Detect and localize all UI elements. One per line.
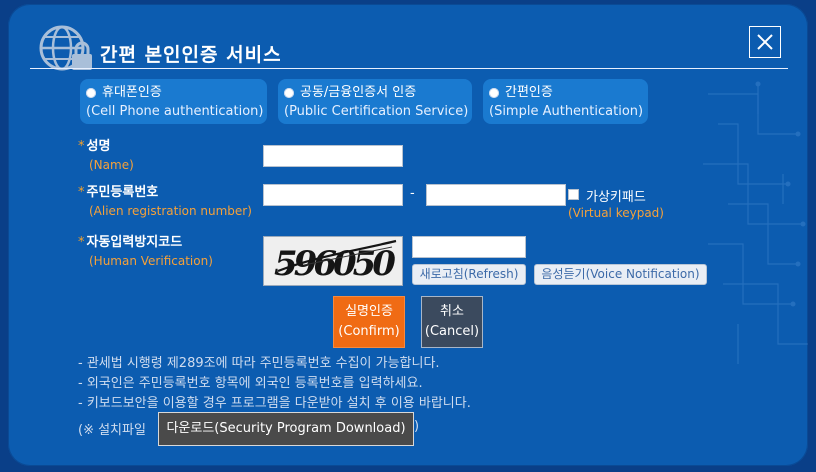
virtual-keypad-label: 가상키패드 — [586, 190, 646, 205]
notice-item: - 외국인은 주민등록번호 항목에 외국인 등록번호를 입력하세요. — [78, 376, 423, 391]
auth-option-sublabel: (Cell Phone authentication) — [86, 104, 264, 119]
notice-list: - 관세법 시행령 제289조에 따라 주민등록번호 수집이 가능합니다. - … — [78, 354, 471, 414]
notice-item: - 관세법 시행령 제289조에 따라 주민등록번호 수집이 가능합니다. — [78, 356, 440, 371]
notice-item: - 키보드보안을 이용할 경우 프로그램을 다운받아 설치 후 이용 바랍니다. — [78, 396, 471, 411]
registration-front-input[interactable] — [263, 184, 403, 206]
captcha-input[interactable] — [412, 236, 526, 258]
confirm-button[interactable]: 실명인증 (Confirm) — [333, 296, 405, 348]
radio-certificate[interactable] — [284, 87, 294, 98]
name-input[interactable] — [263, 145, 403, 167]
registration-label: *주민등록번호 (Alien registration number) — [78, 184, 252, 220]
auth-option-simple[interactable]: 간편인증 (Simple Authentication) — [483, 79, 648, 124]
cancel-sublabel: (Cancel) — [424, 324, 480, 339]
auth-option-sublabel: (Public Certification Service) — [284, 104, 469, 119]
captcha-image: 596050 — [263, 236, 403, 286]
download-prefix: (※ 설치파일 — [78, 423, 146, 438]
download-suffix: ) — [414, 419, 420, 434]
radio-simple[interactable] — [489, 87, 499, 98]
confirm-sublabel: (Confirm) — [338, 324, 400, 339]
auth-option-sublabel: (Simple Authentication) — [489, 104, 644, 119]
cancel-label: 취소 — [440, 304, 464, 319]
registration-sublabel: (Alien registration number) — [89, 204, 252, 218]
auth-option-label: 공동/금융인증서 인증 — [300, 85, 417, 100]
voice-button[interactable]: 음성듣기(Voice Notification) — [534, 264, 707, 285]
auth-modal: 간편 본인인증 서비스 휴대폰인증 (Cell Phone authentica… — [8, 4, 808, 466]
download-button[interactable]: 다운로드(Security Program Download) — [158, 412, 414, 446]
title-divider — [30, 68, 788, 69]
registration-back-input[interactable] — [426, 184, 566, 206]
name-label: *성명 (Name) — [78, 138, 134, 174]
captcha-label-text: 자동입력방지코드 — [86, 235, 183, 250]
registration-separator: - — [410, 186, 415, 201]
registration-label-text: 주민등록번호 — [86, 185, 159, 200]
auth-option-label: 간편인증 — [505, 85, 553, 100]
radio-cellphone[interactable] — [86, 87, 96, 98]
page-title: 간편 본인인증 서비스 — [100, 44, 282, 66]
captcha-sublabel: (Human Verification) — [89, 254, 213, 268]
virtual-keypad-checkbox[interactable] — [568, 189, 579, 200]
auth-option-label: 휴대폰인증 — [102, 85, 162, 100]
name-sublabel: (Name) — [89, 158, 134, 172]
auth-option-cellphone[interactable]: 휴대폰인증 (Cell Phone authentication) — [80, 79, 267, 124]
circuit-decoration — [703, 81, 808, 364]
close-icon — [757, 34, 773, 50]
name-label-text: 성명 — [86, 139, 111, 154]
cancel-button[interactable]: 취소 (Cancel) — [421, 296, 483, 348]
virtual-keypad-sublabel: (Virtual keypad) — [568, 206, 664, 220]
required-marker: * — [78, 139, 85, 154]
confirm-label: 실명인증 — [345, 304, 393, 319]
required-marker: * — [78, 185, 85, 200]
refresh-button[interactable]: 새로고침(Refresh) — [412, 264, 526, 285]
required-marker: * — [78, 235, 85, 250]
globe-lock-icon — [39, 25, 92, 71]
captcha-label: *자동입력방지코드 (Human Verification) — [78, 234, 213, 270]
auth-option-certificate[interactable]: 공동/금융인증서 인증 (Public Certification Servic… — [278, 79, 472, 124]
close-button[interactable] — [749, 26, 781, 58]
